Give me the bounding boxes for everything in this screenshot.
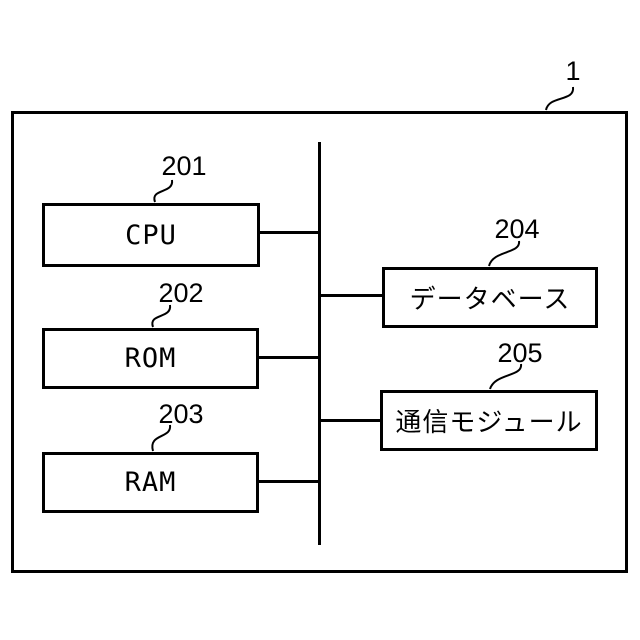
comm-module-block: 通信モジュール	[380, 390, 598, 451]
ref-number-cpu: 201	[161, 151, 207, 181]
leader-line-1	[545, 86, 575, 111]
database-block: データベース	[382, 267, 598, 328]
ref-number-ram: 203	[158, 399, 204, 429]
system-boundary-box	[11, 111, 628, 573]
cpu-block: CPU	[42, 203, 260, 267]
cpu-block-label: CPU	[125, 219, 177, 251]
comm-module-block-label: 通信モジュール	[395, 408, 583, 438]
ram-block: RAM	[42, 452, 259, 513]
database-block-label: データベース	[409, 285, 571, 315]
rom-block: ROM	[42, 328, 259, 389]
ref-number-database: 204	[494, 214, 540, 244]
ref-number-rom: 202	[158, 278, 204, 308]
rom-block-label: ROM	[124, 343, 177, 374]
ram-block-label: RAM	[124, 467, 177, 498]
ref-number-system: 1	[565, 56, 581, 86]
ref-number-comm-module: 205	[497, 338, 543, 368]
